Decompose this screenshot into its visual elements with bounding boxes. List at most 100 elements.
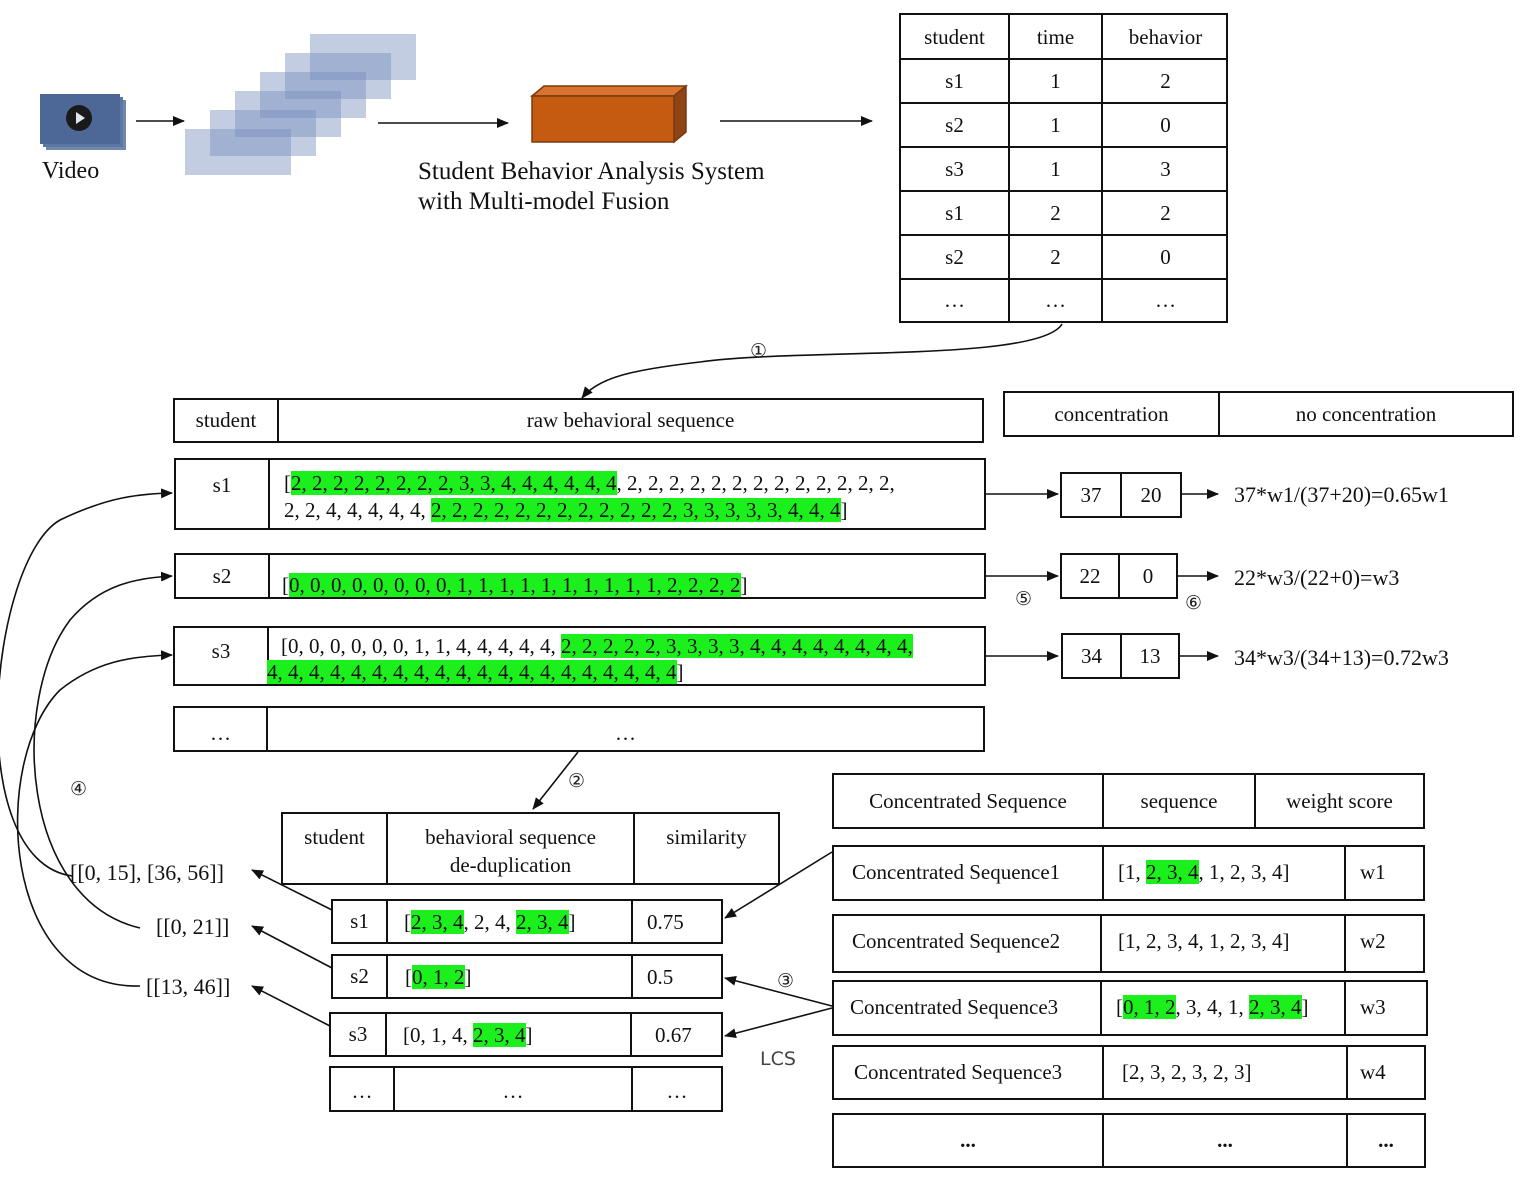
dedup-similarity: 0.5 bbox=[647, 965, 674, 989]
raw-student: s3 bbox=[211, 638, 231, 663]
obs-cell: s1 bbox=[945, 68, 964, 93]
cs-row-3: Concentrated Sequence3 [0, 1, 2, 3, 4, 1… bbox=[832, 980, 1428, 1036]
cs-name: Concentrated Sequence2 bbox=[852, 929, 1061, 953]
video-icon bbox=[40, 94, 128, 152]
cs-weight: w4 bbox=[1360, 1060, 1386, 1084]
dedup-row-s2: s2 [0, 1, 2] 0.5 bbox=[331, 954, 723, 999]
count-box-s3: 34 13 bbox=[1061, 633, 1180, 679]
cs-name: ... bbox=[960, 1128, 976, 1152]
raw-student: s1 bbox=[212, 472, 232, 497]
cs-weight: ... bbox=[1378, 1128, 1394, 1152]
cs-name: Concentrated Sequence3 bbox=[850, 995, 1059, 1019]
raw-sequence-line: [2, 2, 2, 2, 2, 2, 2, 2, 3, 3, 4, 4, 4, … bbox=[284, 471, 895, 495]
raw-sequence-header: student raw behavioral sequence bbox=[173, 398, 984, 443]
step-marker-1: ① bbox=[750, 340, 768, 362]
obs-cell: s3 bbox=[945, 156, 964, 181]
cs-weight: w1 bbox=[1360, 860, 1386, 884]
no-concentration-label: no concentration bbox=[1295, 401, 1437, 426]
cs-name: Concentrated Sequence1 bbox=[852, 860, 1061, 884]
obs-cell: 2 bbox=[1160, 68, 1171, 93]
raw-header-student: student bbox=[195, 408, 257, 432]
system-label-line2: with Multi-model Fusion bbox=[418, 188, 670, 215]
raw-student: s2 bbox=[212, 563, 232, 588]
dedup-row-s1: s1 [2, 3, 4, 2, 4, 2, 3, 4] 0.75 bbox=[331, 899, 723, 944]
count-box-s2: 22 0 bbox=[1060, 553, 1178, 599]
count-concentration: 34 bbox=[1081, 643, 1102, 668]
step-marker-3: ③ bbox=[777, 970, 795, 992]
count-no-concentration: 20 bbox=[1140, 482, 1162, 507]
system-label-line1: Student Behavior Analysis System bbox=[418, 158, 765, 185]
count-box-s1: 37 20 bbox=[1060, 472, 1182, 518]
dedup-sequence-ellipsis: … bbox=[502, 1078, 524, 1103]
raw-sequence-line: [0, 0, 0, 0, 0, 0, 0, 0, 1, 1, 1, 1, 1, … bbox=[282, 573, 748, 597]
obs-cell: … bbox=[1045, 288, 1066, 312]
cs-sequence: [0, 1, 2, 3, 4, 1, 2, 3, 4] bbox=[1116, 995, 1309, 1019]
interval-s1: [[0, 15], [36, 56]] bbox=[70, 860, 224, 885]
obs-cell: 2 bbox=[1050, 200, 1061, 225]
obs-cell: 0 bbox=[1160, 112, 1171, 137]
cs-sequence: [1, 2, 3, 4, 1, 2, 3, 4] bbox=[1118, 929, 1290, 953]
dedup-similarity: … bbox=[666, 1078, 688, 1103]
raw-header-sequence: raw behavioral sequence bbox=[526, 408, 735, 432]
frames-stack-icon bbox=[184, 34, 416, 194]
step-marker-6: ⑥ bbox=[1185, 592, 1203, 614]
obs-header-time: time bbox=[1036, 25, 1075, 49]
raw-row-s2: s2 [0, 0, 0, 0, 0, 0, 0, 0, 1, 1, 1, 1, … bbox=[174, 553, 986, 599]
arrow-step1 bbox=[581, 323, 1063, 399]
cs-sequence: [1, 2, 3, 4, 1, 2, 3, 4] bbox=[1118, 860, 1290, 884]
dedup-header-sequence-line2: de-duplication bbox=[449, 852, 572, 877]
count-no-concentration: 0 bbox=[1142, 563, 1154, 588]
formula-s3: 34*w3/(34+13)=0.72w3 bbox=[1234, 645, 1449, 670]
cs-row-2: Concentrated Sequence2 [1, 2, 3, 4, 1, 2… bbox=[832, 914, 1425, 973]
dedup-sequence: [0, 1, 2] bbox=[405, 965, 472, 989]
cs-sequence: ... bbox=[1217, 1128, 1233, 1152]
obs-cell: 1 bbox=[1050, 112, 1061, 137]
video-label: Video bbox=[42, 158, 100, 184]
formula-s2: 22*w3/(22+0)=w3 bbox=[1234, 565, 1400, 590]
arrow-dedup-s2-to-interval bbox=[251, 925, 333, 969]
obs-cell: … bbox=[1155, 288, 1176, 312]
count-concentration: 22 bbox=[1079, 563, 1101, 588]
raw-student: … bbox=[210, 720, 231, 745]
arrow-dedup-s3-to-interval bbox=[251, 985, 331, 1027]
raw-sequence-line: 2, 2, 4, 4, 4, 4, 4, 2, 2, 2, 2, 2, 2, 2… bbox=[284, 498, 848, 522]
obs-cell: s2 bbox=[945, 244, 964, 269]
obs-header-student: student bbox=[924, 25, 985, 49]
obs-cell: … bbox=[944, 288, 965, 312]
dedup-similarity: 0.75 bbox=[647, 910, 684, 934]
dedup-header-similarity: similarity bbox=[666, 824, 747, 849]
arrow-cs3-to-sim-s3 bbox=[724, 1007, 833, 1039]
cs-row-1: Concentrated Sequence1 [1, 2, 3, 4, 1, 2… bbox=[832, 845, 1425, 901]
interval-s2: [[0, 21]] bbox=[156, 914, 230, 939]
cs-header-weight: weight score bbox=[1286, 788, 1393, 813]
obs-header-behavior: behavior bbox=[1128, 25, 1203, 49]
dedup-student: s1 bbox=[350, 909, 369, 933]
raw-sequence-line: 4, 4, 4, 4, 4, 4, 4, 4, 4, 4, 4, 4, 4, 4… bbox=[267, 660, 684, 684]
obs-cell: 1 bbox=[1050, 156, 1061, 181]
cs-header-name: Concentrated Sequence bbox=[869, 788, 1067, 813]
dedup-header-student: student bbox=[304, 824, 365, 849]
count-no-concentration: 13 bbox=[1139, 643, 1161, 668]
obs-cell: s1 bbox=[945, 200, 964, 225]
arrow-step4-s2 bbox=[33, 571, 173, 929]
dedup-student: s2 bbox=[350, 964, 369, 988]
count-concentration: 37 bbox=[1080, 482, 1102, 507]
dedup-row-s3: s3 [0, 1, 4, 2, 3, 4] 0.67 bbox=[329, 1012, 723, 1057]
step-marker-4: ④ bbox=[70, 778, 88, 800]
raw-row-s3: s3 [0, 0, 0, 0, 0, 0, 1, 1, 4, 4, 4, 4, … bbox=[173, 626, 986, 686]
step-marker-2: ② bbox=[568, 770, 586, 792]
arrow-cs1-to-sim-s1 bbox=[724, 851, 833, 919]
interval-s3: [[13, 46]] bbox=[146, 974, 231, 999]
dedup-similarity: 0.67 bbox=[655, 1023, 692, 1047]
arrow-step2 bbox=[532, 751, 579, 810]
cs-weight: w3 bbox=[1360, 995, 1386, 1019]
dedup-student: … bbox=[351, 1078, 373, 1103]
cs-name: Concentrated Sequence3 bbox=[854, 1060, 1063, 1084]
dedup-sequence: [0, 1, 4, 2, 3, 4] bbox=[403, 1023, 533, 1047]
raw-row-ellipsis: … … bbox=[173, 706, 985, 752]
arrow-cs3-to-sim-s2 bbox=[724, 975, 833, 1007]
raw-sequence-line: [0, 0, 0, 0, 0, 0, 1, 1, 4, 4, 4, 4, 4, … bbox=[281, 634, 913, 658]
obs-cell: 0 bbox=[1160, 244, 1171, 269]
raw-sequence-ellipsis: … bbox=[615, 720, 636, 745]
